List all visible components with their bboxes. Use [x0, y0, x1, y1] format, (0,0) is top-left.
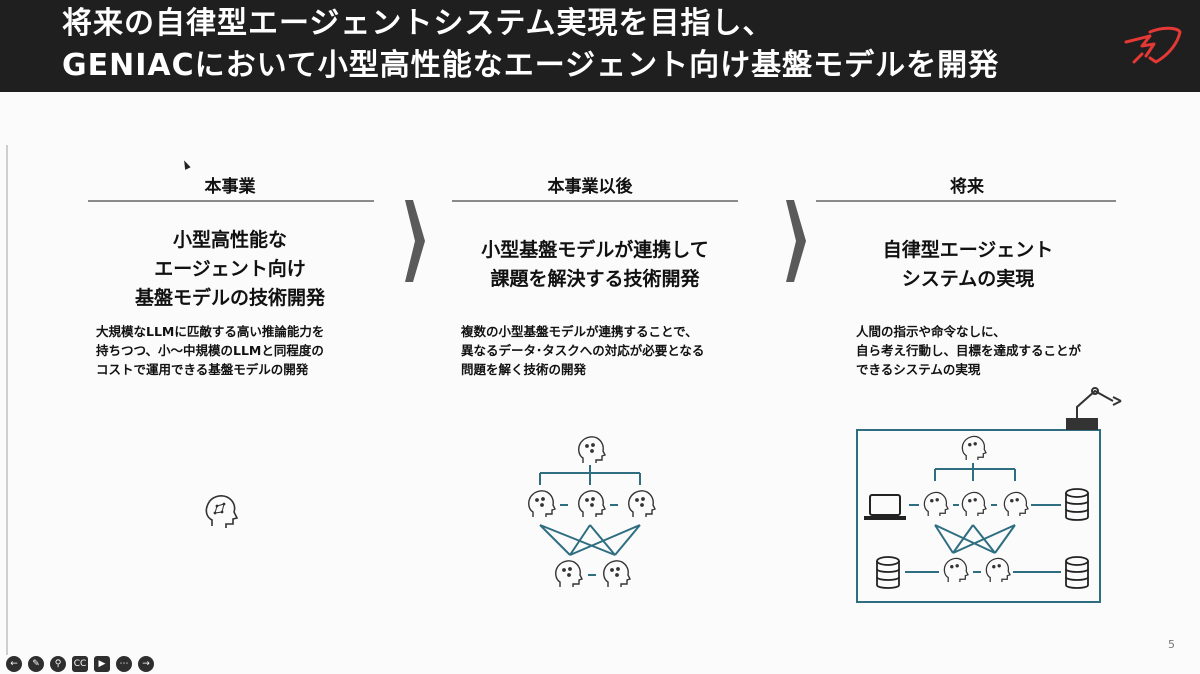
column-2-desc-line-2: 異なるデータ･タスクへの対応が必要となる — [461, 343, 705, 358]
column-3-desc-line-3: できるシステムの実現 — [856, 362, 981, 377]
column-2-title: 本事業以後 — [547, 177, 633, 197]
column-2-desc-line-1: 複数の小型基盤モデルが連携することで、 — [461, 324, 698, 339]
captions-icon[interactable]: CC — [72, 656, 88, 672]
column-2-rule — [452, 200, 738, 202]
laptop-icon — [864, 494, 906, 520]
ai-head-icon — [1003, 491, 1029, 517]
column-3-title: 将来 — [950, 177, 984, 197]
back-arrow-icon[interactable]: ← — [6, 656, 22, 672]
column-1-heading-line-2: エージェント向け — [154, 258, 306, 280]
column-1-desc-line-2: 持ちつつ、小～中規模のLLMと同程度の — [96, 343, 324, 358]
column-1-heading-line-1: 小型高性能な — [172, 229, 287, 251]
column-2-heading-line-2: 課題を解決する技術開発 — [490, 268, 700, 290]
pen-icon[interactable]: ✎ — [28, 656, 44, 672]
ai-head-icon — [205, 495, 239, 528]
ai-head-icon — [943, 557, 969, 583]
slide-title-line-2: GENIACにおいて小型高性能なエージェント向け基盤モデルを開発 — [62, 48, 1000, 83]
robot-arm-icon — [1066, 387, 1122, 430]
ai-head-icon — [555, 560, 583, 587]
ai-head-icon — [985, 557, 1011, 583]
database-icon — [1065, 556, 1089, 589]
ai-head-icon — [961, 435, 987, 461]
ai-head-icon — [578, 436, 606, 463]
chevron-arrow-icon — [786, 200, 806, 282]
column-1-description: 大規模なLLMに匹敵する高い推論能力を 持ちつつ、小～中規模のLLMと同程度の … — [96, 322, 376, 379]
ai-head-icon — [528, 490, 556, 517]
column-2-heading: 小型基盤モデルが連携して 課題を解決する技術開発 — [445, 236, 745, 294]
presentation-toolbar: ← ✎ ⚲ CC ▶ ⋯ → — [6, 656, 154, 672]
ai-head-icon — [923, 491, 949, 517]
database-icon — [876, 556, 900, 589]
ai-head-icon — [628, 490, 656, 517]
column-1-desc-line-3: コストで運用できる基盤モデルの開発 — [96, 362, 309, 377]
ai-head-icon — [961, 491, 987, 517]
chevron-arrow-icon — [405, 200, 425, 282]
more-icon[interactable]: ⋯ — [116, 656, 132, 672]
column-3-heading-line-1: 自律型エージェント — [882, 239, 1054, 261]
forward-arrow-icon[interactable]: → — [138, 656, 154, 672]
column-1-title: 本事業 — [204, 177, 256, 197]
column-3-desc-line-1: 人間の指示や命令なしに、 — [856, 324, 1006, 339]
column-3-rule — [816, 200, 1116, 202]
page-number: 5 — [1168, 638, 1175, 651]
system-boundary — [856, 429, 1101, 603]
ai-head-icon — [603, 560, 631, 587]
left-divider — [6, 145, 8, 655]
column-2-description: 複数の小型基盤モデルが連携することで、 異なるデータ･タスクへの対応が必要となる… — [461, 322, 751, 379]
zoom-icon[interactable]: ⚲ — [50, 656, 66, 672]
column-3-description: 人間の指示や命令なしに、 自ら考え行動し、目標を達成することが できるシステムの… — [856, 322, 1136, 379]
database-icon — [1065, 488, 1089, 521]
column-2-desc-line-3: 問題を解く技術の開発 — [461, 362, 587, 377]
column-2-heading-line-1: 小型基盤モデルが連携して — [481, 239, 709, 261]
camera-icon[interactable]: ▶ — [94, 656, 110, 672]
column-1-heading: 小型高性能な エージェント向け 基盤モデルの技術開発 — [90, 226, 370, 313]
model-network-diagram — [528, 436, 656, 587]
slide-header: 将来の自律型エージェントシステム実現を目指し、 GENIACにおいて小型高性能な… — [0, 0, 1200, 92]
column-1-rule — [88, 200, 374, 202]
red-rocket-logo-icon — [1124, 26, 1182, 64]
agent-system-diagram — [856, 387, 1122, 603]
column-1-desc-line-1: 大規模なLLMに匹敵する高い推論能力を — [96, 324, 325, 339]
mouse-cursor-icon — [181, 159, 191, 170]
column-1-heading-line-3: 基盤モデルの技術開発 — [134, 287, 325, 309]
column-3-desc-line-2: 自ら考え行動し、目標を達成することが — [856, 343, 1082, 358]
slide-title-line-1: 将来の自律型エージェントシステム実現を目指し、 — [62, 6, 774, 41]
single-model-diagram — [205, 495, 239, 528]
ai-head-icon — [578, 490, 606, 517]
column-3-heading-line-2: システムの実現 — [901, 268, 1035, 290]
column-3-heading: 自律型エージェント システムの実現 — [820, 236, 1116, 294]
